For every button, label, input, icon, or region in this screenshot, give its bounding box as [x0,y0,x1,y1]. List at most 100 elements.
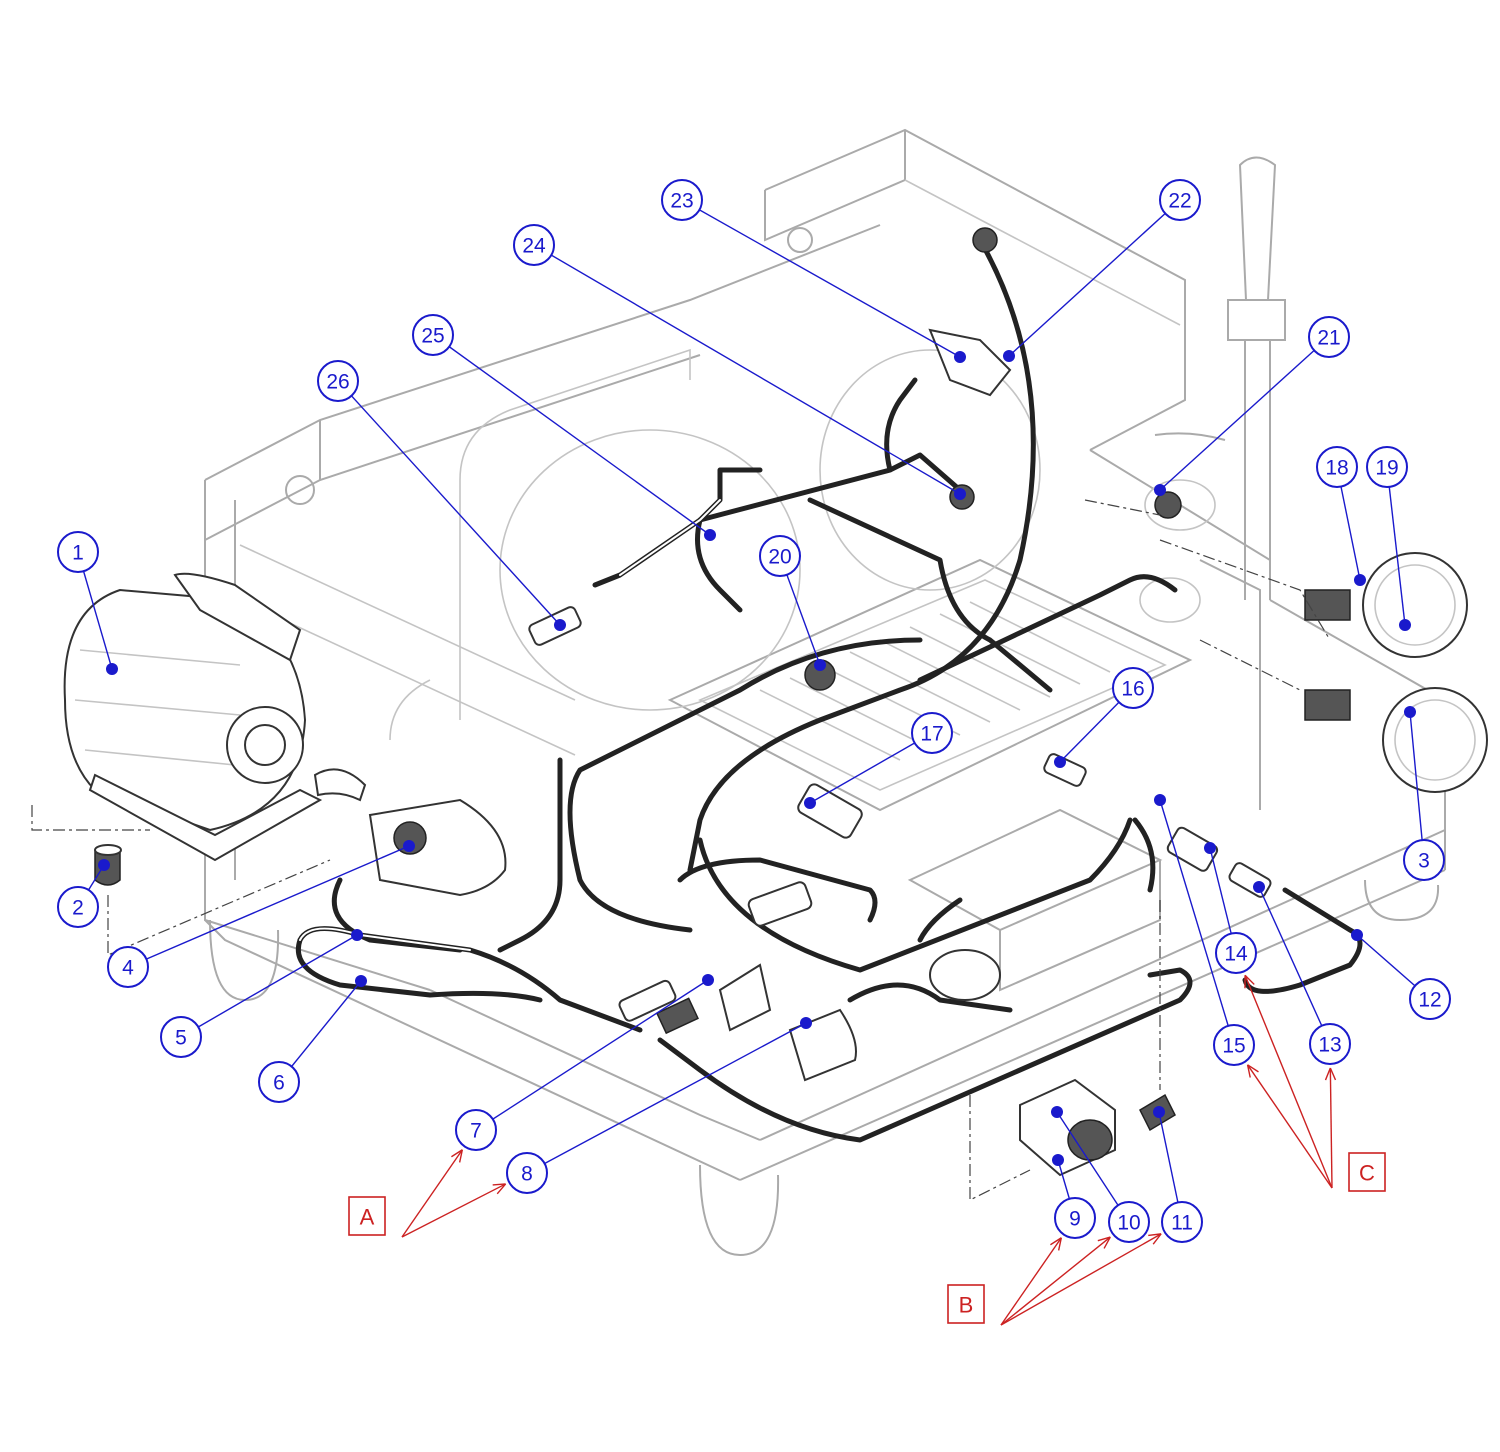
callout-number: 3 [1418,850,1430,873]
callout-19: 19 [1366,446,1408,488]
callout-number: 19 [1375,457,1398,480]
callout-number: 1 [72,542,84,565]
callout-circle [1409,978,1451,1020]
callout-number: 6 [273,1072,285,1095]
anchor-dot-26 [554,619,566,631]
callout-circle [160,1016,202,1058]
callout-circle [1159,179,1201,221]
callout-circle [1112,667,1154,709]
callout-14: 14 [1215,932,1257,974]
leader-line-25 [432,334,711,536]
callout-number: 16 [1121,678,1144,701]
callout-2: 2 [57,886,99,928]
callout-number: 14 [1224,943,1248,966]
callout-12: 12 [1409,978,1451,1020]
group-a: A [348,1149,507,1238]
callout-circle [57,531,99,573]
group-letter: B [959,1293,974,1318]
callout-circle [1308,316,1350,358]
callout-10: 10 [1108,1201,1150,1243]
callout-number: 5 [175,1027,187,1050]
callout-circle [1366,446,1408,488]
callout-9: 9 [1054,1197,1096,1239]
leader-line-13 [1258,886,1331,1045]
callout-13: 13 [1309,1023,1351,1065]
anchor-dot-18 [1354,574,1366,586]
callout-number: 7 [470,1120,482,1143]
callout-16: 16 [1112,667,1154,709]
callout-22: 22 [1159,179,1201,221]
leader-line-10 [1056,1111,1130,1223]
anchor-dot-23 [954,351,966,363]
leader-line-17 [809,732,933,804]
callout-26: 26 [317,360,359,402]
group-c: C [1244,974,1386,1192]
group-box [348,1196,386,1236]
anchor-dot-19 [1399,619,1411,631]
callout-8: 8 [506,1152,548,1194]
callout-3: 3 [1403,839,1445,881]
callout-circle [1215,932,1257,974]
group-arrow [401,1149,463,1238]
callout-circle [258,1061,300,1103]
callout-circle [107,946,149,988]
callout-number: 17 [920,723,943,746]
anchor-dot-15 [1154,794,1166,806]
callout-25: 25 [412,314,454,356]
pump-motor [63,572,323,862]
group-arrowhead [1244,974,1255,989]
machine-frame [204,128,1446,1257]
solenoid-valve-group-b [1019,1078,1176,1177]
anchor-dot-25 [704,529,716,541]
callout-5: 5 [160,1016,202,1058]
callout-number: 11 [1171,1212,1193,1235]
callout-circle [1309,1023,1351,1065]
callout-7: 7 [455,1109,497,1151]
group-arrow [1329,1067,1333,1189]
callout-20: 20 [759,535,801,577]
callout-number: 24 [522,235,546,258]
group-arrow [401,1183,506,1238]
callout-number: 25 [421,325,444,348]
group-arrow [1244,974,1333,1189]
callout-number: 22 [1168,190,1191,213]
pump-head [313,768,507,897]
callout-circle [455,1109,497,1151]
anchor-dot-17 [804,797,816,809]
group-box [1348,1152,1386,1192]
callout-number: 21 [1317,327,1340,350]
anchor-dot-24 [954,488,966,500]
group-b: B [947,1233,1162,1326]
anchor-dot-7 [702,974,714,986]
anchor-dot-6 [355,975,367,987]
group-arrowhead [1324,1067,1337,1081]
callout-1: 1 [57,531,99,573]
group-arrow [1000,1233,1162,1326]
anchor-dot-4 [403,840,415,852]
callout-circle [57,886,99,928]
callout-24: 24 [513,224,555,266]
anchor-dot-3 [1404,706,1416,718]
anchor-dot-1 [106,663,118,675]
callout-number: 15 [1222,1035,1245,1058]
callout-number: 20 [768,546,791,569]
callout-11: 11 [1161,1201,1203,1243]
group-arrow [1000,1237,1062,1326]
callout-15: 15 [1213,1024,1255,1066]
leader-line-7 [475,979,709,1131]
fittings [528,227,1272,1022]
callout-circle [759,535,801,577]
leader-line-19 [1386,466,1406,626]
callout-circle [911,712,953,754]
anchor-dot-11 [1153,1106,1165,1118]
callout-21: 21 [1308,316,1350,358]
leader-line-5 [180,934,358,1038]
callout-number: 4 [122,957,134,980]
pipework [296,237,1363,1143]
anchor-dot-21 [1154,484,1166,496]
callout-number: 13 [1318,1034,1341,1057]
group-arrowhead [1050,1237,1063,1251]
assembly-lines [31,499,1331,1201]
leader-line-4 [127,845,410,968]
group-letter: C [1359,1161,1375,1186]
